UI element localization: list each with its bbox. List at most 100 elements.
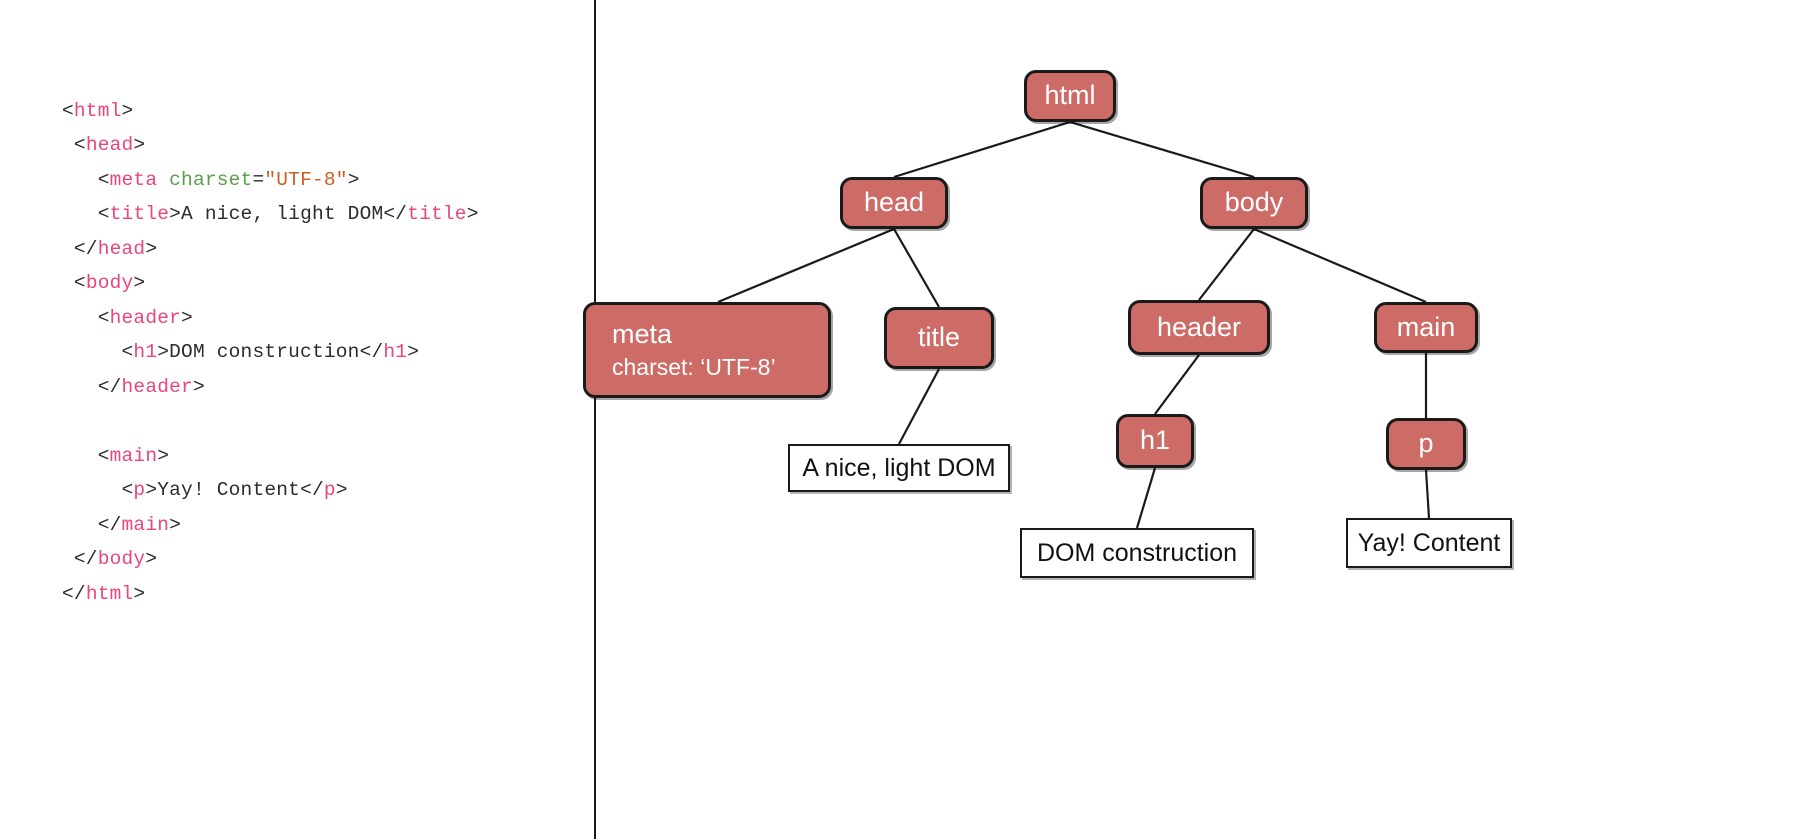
text-node-title-text[interactable]: A nice, light DOM xyxy=(788,444,1010,492)
edge-h1-to-h1-text xyxy=(1135,467,1157,529)
code-token-punct: > xyxy=(181,306,193,329)
node-label: header xyxy=(1156,311,1242,342)
node-label: html xyxy=(1044,80,1096,111)
code-token-tag: body xyxy=(85,272,134,294)
edge-title-to-title-text xyxy=(898,368,940,445)
text-node-label: Yay! Content xyxy=(1357,528,1501,557)
code-token-punct: < xyxy=(97,444,110,467)
code-token-punct: > xyxy=(133,272,146,294)
code-token-tag: p xyxy=(323,479,336,501)
code-line: <body> xyxy=(62,266,479,301)
code-token-punct: < xyxy=(121,341,134,363)
code-line: <title>A nice, light DOM</title> xyxy=(62,197,479,232)
code-line: <html> xyxy=(62,94,479,129)
text-node-label: A nice, light DOM xyxy=(802,453,996,482)
code-token-val: "UTF-8" xyxy=(264,168,348,191)
node-attribute-text: charset: ‘UTF-8’ xyxy=(612,353,776,380)
code-line: <p>Yay! Content</p> xyxy=(62,473,479,508)
edge-body-to-header xyxy=(1198,228,1255,301)
code-token-punct: < xyxy=(73,134,86,156)
edge-layer xyxy=(717,120,1431,529)
code-token-text: A nice, light DOM xyxy=(181,203,384,225)
code-token-tag: p xyxy=(133,479,146,501)
edge-head-to-meta xyxy=(717,227,895,304)
code-line: </html> xyxy=(62,577,479,612)
element-node-h1[interactable]: h1 xyxy=(1116,414,1194,468)
node-label: body xyxy=(1224,187,1284,218)
pane-divider xyxy=(594,0,596,839)
code-token-punct: </ xyxy=(62,582,86,605)
code-token-attr: charset xyxy=(169,168,253,191)
code-token-punct: < xyxy=(62,99,74,122)
element-node-title[interactable]: title xyxy=(884,307,994,369)
code-token-tag: head xyxy=(97,237,146,260)
code-line: <h1>DOM construction</h1> xyxy=(62,335,479,370)
code-line: <head> xyxy=(62,128,479,163)
code-token-punct: > xyxy=(169,513,182,536)
edge-p-to-p-text xyxy=(1424,469,1431,519)
text-node-p-text[interactable]: Yay! Content xyxy=(1346,518,1512,568)
code-pane: <html> <head> <meta charset="UTF-8"> <ti… xyxy=(0,0,594,839)
code-token-punct: > xyxy=(145,548,158,570)
code-token-tag: main xyxy=(109,444,158,467)
code-line: </head> xyxy=(62,232,479,267)
edge-html-to-head xyxy=(893,120,1071,179)
code-token-punct: </ xyxy=(97,513,122,536)
code-token-punct: > xyxy=(407,341,420,363)
code-token-punct: </ xyxy=(97,375,122,398)
code-token-tag: title xyxy=(109,203,170,225)
code-token-text: Yay! Content xyxy=(157,479,301,501)
element-node-header[interactable]: header xyxy=(1128,300,1270,355)
node-label: h1 xyxy=(1139,425,1171,456)
code-token-tag: header xyxy=(121,375,193,398)
code-token-tag: head xyxy=(85,134,134,156)
code-token-punct: < xyxy=(121,479,134,501)
code-token-punct: > xyxy=(335,479,348,501)
element-node-html[interactable]: html xyxy=(1024,70,1116,122)
code-line: <meta charset="UTF-8"> xyxy=(62,163,479,198)
text-node-h1-text[interactable]: DOM construction xyxy=(1020,528,1254,578)
code-line: <main> xyxy=(62,439,479,474)
element-node-p[interactable]: p xyxy=(1386,418,1466,470)
element-node-body[interactable]: body xyxy=(1200,177,1308,229)
code-token-tag: meta xyxy=(109,168,158,191)
code-token-tag: title xyxy=(407,203,467,225)
code-token-tag: body xyxy=(97,548,146,570)
code-token-punct: > xyxy=(347,168,360,191)
element-node-main[interactable]: main xyxy=(1374,302,1478,353)
code-token-punct: </ xyxy=(359,341,384,363)
code-line: <header> xyxy=(62,301,479,336)
code-token-punct: > xyxy=(133,582,146,605)
code-line: </body> xyxy=(62,542,479,577)
code-token-tag: html xyxy=(85,582,134,605)
node-label: p xyxy=(1418,428,1434,459)
edge-header-to-h1 xyxy=(1154,354,1200,415)
code-token-punct: > xyxy=(133,134,146,156)
code-token-punct: < xyxy=(97,203,110,225)
node-label: head xyxy=(863,187,925,218)
code-token-punct: </ xyxy=(383,203,408,225)
code-token-tag: main xyxy=(121,513,170,536)
code-token-punct: > xyxy=(157,341,170,363)
text-node-label: DOM construction xyxy=(1036,538,1238,567)
code-token-punct: < xyxy=(97,168,110,191)
code-token-punct: > xyxy=(169,203,182,225)
code-line: </header> xyxy=(62,370,479,405)
code-line xyxy=(62,404,479,439)
edge-html-to-body xyxy=(1069,120,1255,179)
node-label: main xyxy=(1396,311,1456,342)
code-token-punct: < xyxy=(73,272,86,294)
code-token-punct: > xyxy=(192,375,205,398)
code-token-punct: </ xyxy=(300,479,324,501)
code-token-punct: = xyxy=(252,168,265,191)
code-token-punct: < xyxy=(97,306,110,329)
code-token-punct: > xyxy=(466,203,479,225)
node-label: title xyxy=(917,322,961,353)
code-token-punct: > xyxy=(145,479,158,501)
code-token-tag: h1 xyxy=(133,341,158,363)
edge-head-to-title xyxy=(893,228,940,308)
code-line: </main> xyxy=(62,508,479,543)
element-node-head[interactable]: head xyxy=(840,177,948,229)
